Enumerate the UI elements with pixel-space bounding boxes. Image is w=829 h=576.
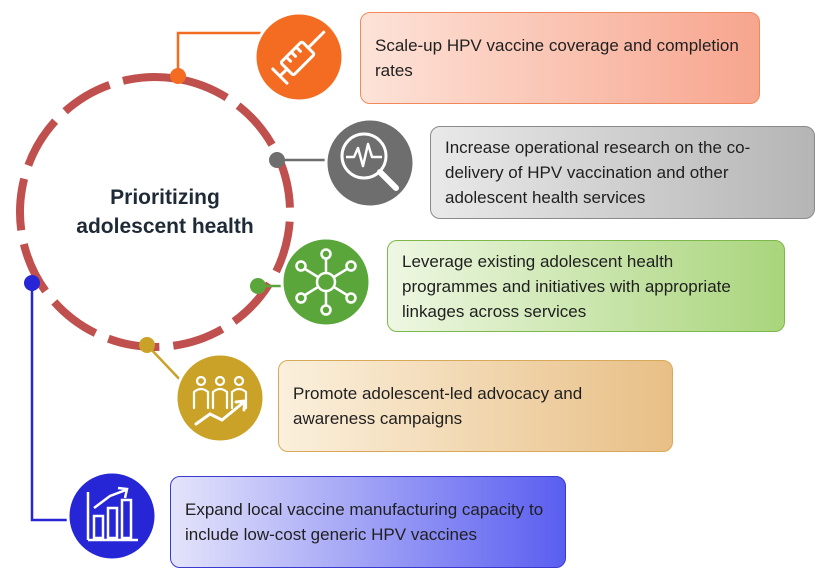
item-text-5: Expand local vaccine manufacturing capac…	[185, 500, 544, 544]
item-box-2: Increase operational research on the co-…	[430, 126, 815, 219]
connector-4	[139, 337, 186, 386]
network-icon	[280, 236, 372, 328]
item-text-1: Scale-up HPV vaccine coverage and comple…	[375, 36, 739, 80]
item-text-3: Leverage existing adolescent health prog…	[402, 251, 731, 321]
syringe-icon	[253, 11, 345, 103]
center-title: Prioritizing adolescent health	[40, 183, 290, 241]
item-box-1: Scale-up HPV vaccine coverage and comple…	[360, 12, 760, 104]
center-title-line2: adolescent health	[76, 215, 254, 238]
people-growth-icon	[174, 352, 266, 444]
item-text-2: Increase operational research on the co-…	[445, 138, 751, 207]
item-box-4: Promote adolescent-led advocacy and awar…	[278, 360, 673, 452]
connector-2	[269, 152, 330, 168]
center-title-line1: Prioritizing	[110, 186, 220, 209]
item-text-4: Promote adolescent-led advocacy and awar…	[293, 384, 583, 428]
bar-chart-growth-icon	[66, 470, 158, 562]
magnifier-pulse-icon	[324, 117, 416, 209]
connector-1	[170, 31, 268, 84]
item-box-3: Leverage existing adolescent health prog…	[387, 240, 785, 332]
item-box-5: Expand local vaccine manufacturing capac…	[170, 476, 566, 568]
connector-5	[24, 275, 72, 522]
